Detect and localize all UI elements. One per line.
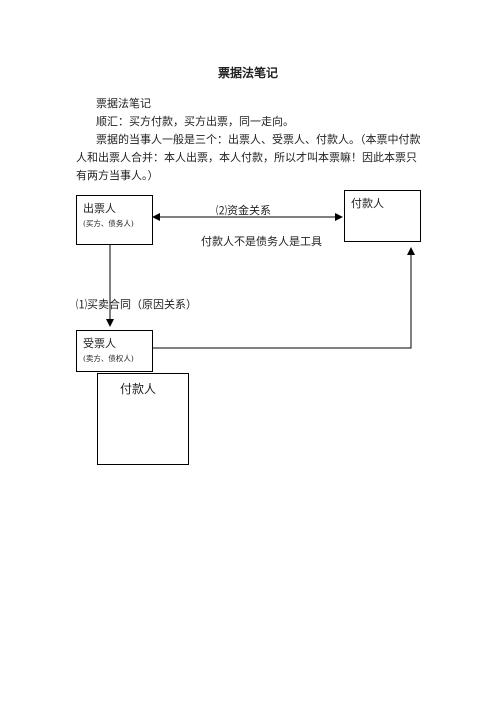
drawer-sublabel: (买方、债务人): [83, 219, 134, 228]
contract-relation-label: ⑴买卖合同（原因关系）: [76, 298, 197, 311]
paragraph-remittance: 顺汇：买方付款，买方出票，同一走向。: [96, 115, 294, 128]
payee-box: 受票人 (卖方、债权人): [76, 330, 153, 372]
payee-label: 受票人: [83, 337, 116, 350]
payer-bottom-label: 付款人: [120, 382, 157, 396]
payee-to-payer-line: [153, 247, 415, 349]
drawer-label: 出票人: [83, 202, 116, 215]
payer-box-top: 付款人: [344, 190, 421, 242]
payer-box-bottom: 付款人: [97, 373, 189, 465]
drawer-box: 出票人 (买方、债务人): [76, 195, 153, 245]
payer-note-label: 付款人不是债务人是工具: [201, 235, 322, 248]
paragraph-parties: 票据的当事人一般是三个：出票人、受票人、付款人。（本票中付款人和出票人合并：本人…: [76, 133, 421, 182]
page-title: 票据法笔记: [217, 66, 278, 80]
payee-sublabel: (卖方、债权人): [83, 354, 134, 363]
funds-relation-label: ⑵资金关系: [216, 204, 271, 217]
paragraph-heading: 票据法笔记: [96, 97, 151, 110]
payer-top-label: 付款人: [351, 197, 384, 210]
